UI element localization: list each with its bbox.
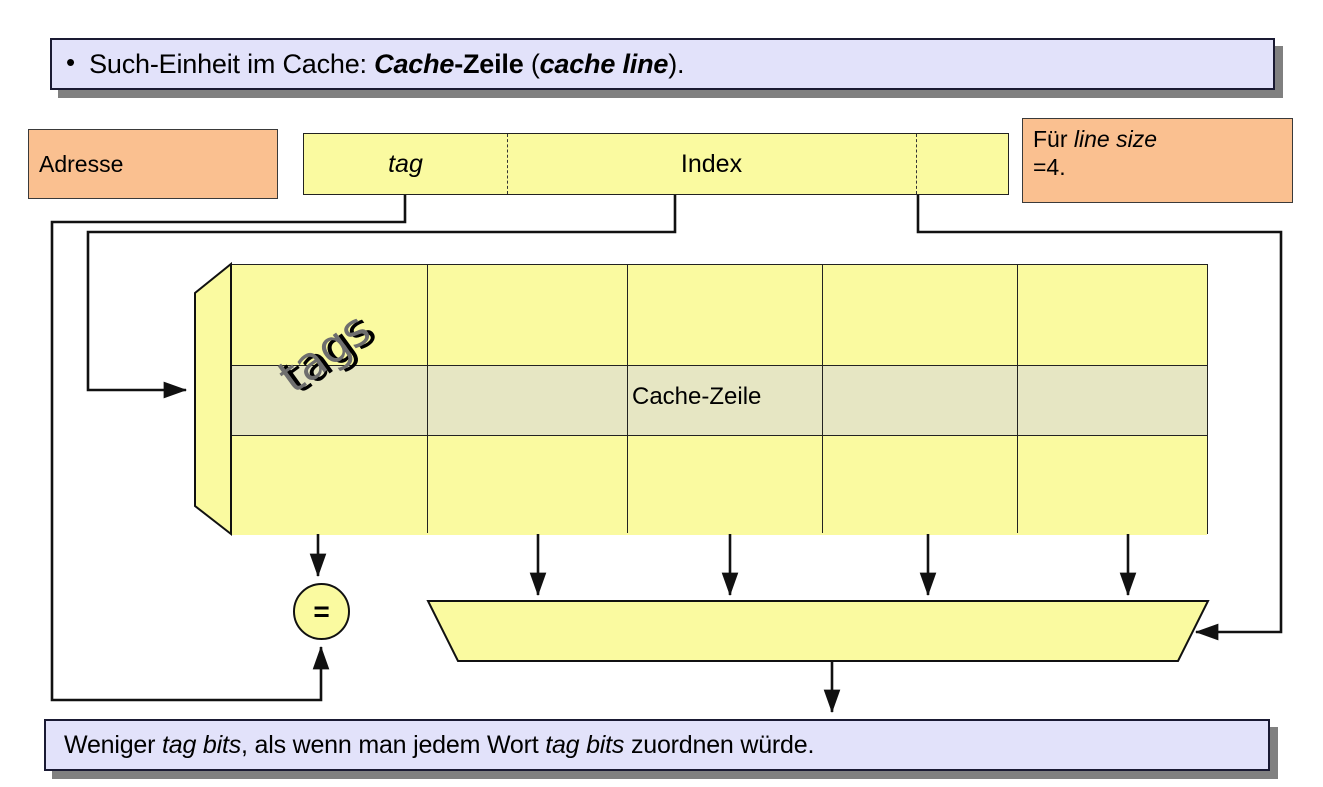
address-field-index: Index bbox=[507, 134, 916, 194]
comparator-equals: = bbox=[293, 583, 350, 640]
cache-col-divider-1 bbox=[427, 265, 428, 533]
output-multiplexer-shape bbox=[426, 600, 1210, 662]
top-banner-part-5: ). bbox=[668, 48, 685, 79]
adresse-label: Adresse bbox=[39, 150, 124, 177]
cache-row-0 bbox=[232, 265, 1207, 365]
line-size-note-box: Für line size =4. bbox=[1022, 118, 1293, 203]
top-banner-part-zeile: -Zeile bbox=[454, 48, 524, 79]
top-banner: • Such-Einheit im Cache: Cache-Zeile (ca… bbox=[50, 38, 1275, 90]
top-banner-part-1: Such-Einheit im Cache: bbox=[89, 48, 375, 79]
comparator-equals-label: = bbox=[313, 595, 330, 627]
address-field-tag-label: tag bbox=[388, 149, 423, 178]
line-size-prefix: Für bbox=[1033, 126, 1074, 152]
address-divider-2 bbox=[916, 134, 917, 194]
top-banner-part-cacheline: cache line bbox=[539, 48, 669, 79]
bottom-part-5: zuordnen würde. bbox=[624, 730, 815, 759]
bottom-part-3: , als wenn man jedem Wort bbox=[241, 730, 546, 759]
address-field-offset bbox=[916, 134, 1010, 194]
cache-col-divider-3 bbox=[822, 265, 823, 533]
cache-col-divider-2 bbox=[627, 265, 628, 533]
cache-zeile-label: Cache-Zeile bbox=[632, 383, 762, 410]
adresse-label-box: Adresse bbox=[28, 129, 278, 199]
line-size-value: =4. bbox=[1033, 154, 1066, 181]
index-decoder-shape bbox=[194, 261, 232, 537]
bullet-icon: • bbox=[66, 47, 76, 77]
top-banner-part-cache: Cache bbox=[374, 48, 455, 79]
line-size-emphasis: line size bbox=[1073, 126, 1157, 152]
bottom-part-tagbits-2: tag bits bbox=[545, 730, 625, 759]
cache-row-2 bbox=[232, 436, 1207, 535]
address-field-tag: tag bbox=[304, 134, 507, 194]
bottom-banner: Weniger tag bits, als wenn man jedem Wor… bbox=[44, 719, 1270, 771]
bottom-banner-text: Weniger tag bits, als wenn man jedem Wor… bbox=[64, 731, 814, 760]
top-banner-text: Such-Einheit im Cache: Cache-Zeile (cach… bbox=[89, 49, 684, 80]
address-divider-1 bbox=[507, 134, 508, 194]
cache-col-divider-4 bbox=[1017, 265, 1018, 533]
top-banner-part-3: ( bbox=[523, 48, 540, 79]
bottom-part-1: Weniger bbox=[64, 730, 162, 759]
bottom-part-tagbits-1: tag bits bbox=[162, 730, 242, 759]
address-field-index-label: Index bbox=[680, 149, 743, 178]
address-field-bar: tag Index bbox=[303, 133, 1009, 195]
